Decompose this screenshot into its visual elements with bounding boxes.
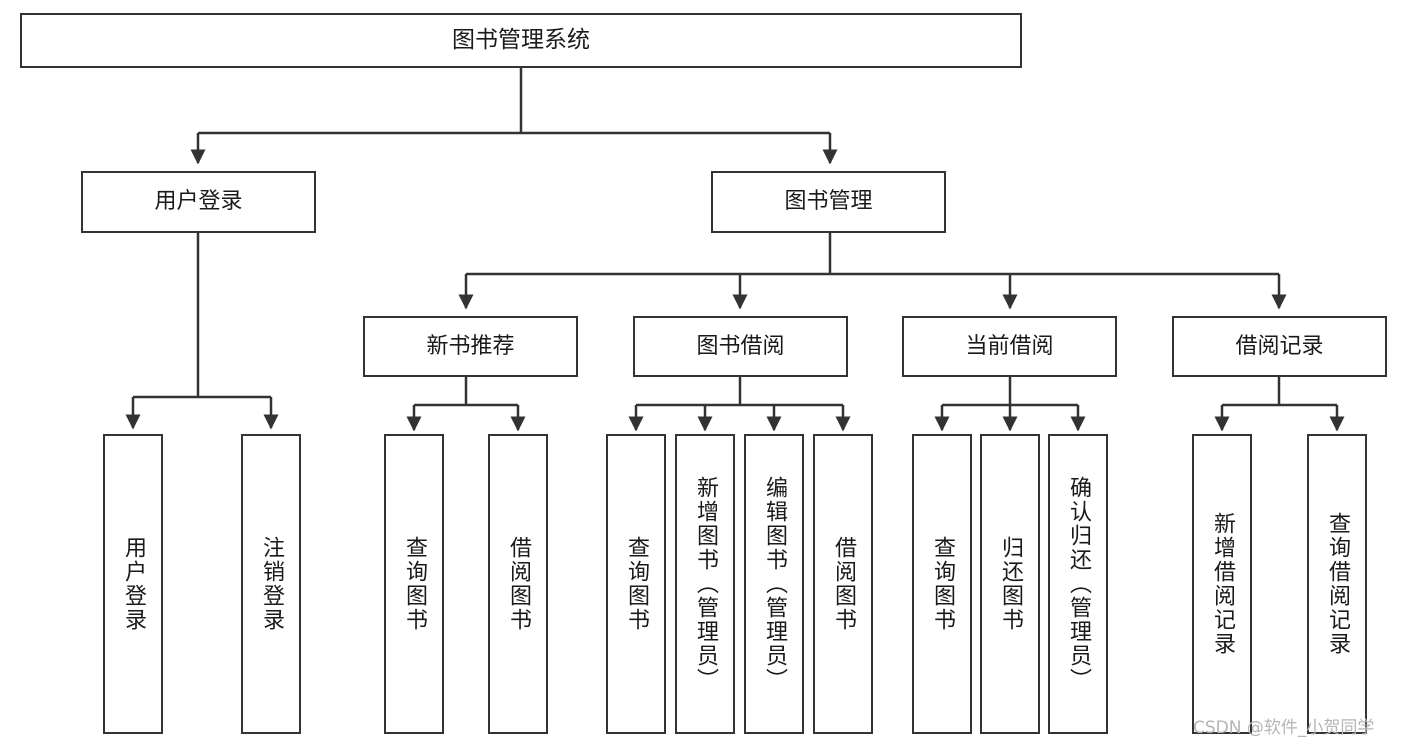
leaf-user-login-logout[interactable]: 注销登录 [241,434,301,734]
leaf-book-borrow-add[interactable]: 新增图书（管理员） [675,434,735,734]
node-book-borrow[interactable]: 图书借阅 [633,316,848,377]
node-label: 新增图书（管理员） [693,476,718,692]
node-label: 用户登录 [154,189,243,215]
leaf-book-borrow-borrow[interactable]: 借阅图书 [813,434,873,734]
node-label: 编辑图书（管理员） [762,476,787,692]
node-label: 借阅图书 [506,536,531,632]
leaf-book-borrow-edit[interactable]: 编辑图书（管理员） [744,434,804,734]
leaf-book-borrow-query[interactable]: 查询图书 [606,434,666,734]
node-label: 当前借阅 [965,333,1054,359]
node-label: 查询借阅记录 [1325,512,1350,656]
leaf-borrow-record-query[interactable]: 查询借阅记录 [1307,434,1367,734]
node-label: 查询图书 [930,536,955,632]
node-label: 查询图书 [402,536,427,632]
leaf-borrow-record-add[interactable]: 新增借阅记录 [1192,434,1252,734]
node-book-management[interactable]: 图书管理 [711,171,946,233]
leaf-new-book-borrow[interactable]: 借阅图书 [488,434,548,734]
csdn-watermark: CSDN @软件_小贺同学 [1193,718,1375,738]
node-label: 图书借阅 [696,333,785,359]
node-label: 图书管理 [784,189,873,215]
leaf-current-borrow-confirm-return[interactable]: 确认归还（管理员） [1048,434,1108,734]
node-borrow-record[interactable]: 借阅记录 [1172,316,1387,377]
node-label: 借阅图书 [831,536,856,632]
leaf-current-borrow-query[interactable]: 查询图书 [912,434,972,734]
node-new-book-recommend[interactable]: 新书推荐 [363,316,578,377]
node-label: 注销登录 [259,536,284,632]
node-label: 借阅记录 [1235,333,1324,359]
node-current-borrow[interactable]: 当前借阅 [902,316,1117,377]
node-label: 新书推荐 [426,333,515,359]
node-label: 归还图书 [998,536,1023,632]
node-user-login[interactable]: 用户登录 [81,171,316,233]
node-label: 用户登录 [121,536,146,632]
node-label: 确认归还（管理员） [1066,476,1091,692]
leaf-current-borrow-return[interactable]: 归还图书 [980,434,1040,734]
node-label: 图书管理系统 [452,27,590,54]
node-label: 查询图书 [624,536,649,632]
leaf-user-login-login[interactable]: 用户登录 [103,434,163,734]
node-label: 新增借阅记录 [1210,512,1235,656]
node-root-book-management-system[interactable]: 图书管理系统 [20,13,1022,68]
leaf-new-book-query[interactable]: 查询图书 [384,434,444,734]
